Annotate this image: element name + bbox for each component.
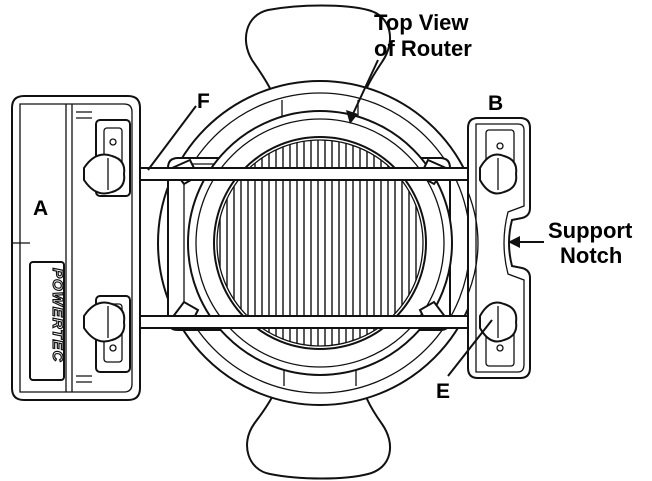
top-view-label-line2: of Router — [374, 36, 472, 61]
wing-knob-top-right — [479, 153, 518, 195]
label-a: A — [33, 197, 48, 220]
leader-e — [447, 319, 493, 377]
arrowhead-support-notch — [508, 236, 520, 248]
label-b: B — [488, 92, 503, 115]
support-notch-label-line2: Notch — [560, 243, 622, 268]
leader-f — [147, 105, 197, 171]
grille-rim — [216, 139, 424, 347]
wing-knob-bottom-left — [83, 301, 126, 343]
router-vent-grille — [219, 140, 417, 346]
edge-guide-fence-a: POWERTEC — [11, 95, 141, 401]
leader-lines — [147, 59, 544, 377]
top-view-label-line1: Top View — [374, 10, 469, 35]
brand-plate — [29, 261, 65, 381]
label-e: E — [436, 380, 450, 403]
leader-top-view — [351, 59, 379, 117]
wing-knob-bottom-right — [479, 301, 518, 343]
arrowhead-top-view — [346, 110, 358, 124]
wing-knob-top-left — [83, 153, 126, 195]
support-notch-label-line1: Support — [548, 218, 633, 243]
brand-logo-text: POWERTEC — [49, 268, 66, 363]
label-f: F — [197, 90, 210, 113]
